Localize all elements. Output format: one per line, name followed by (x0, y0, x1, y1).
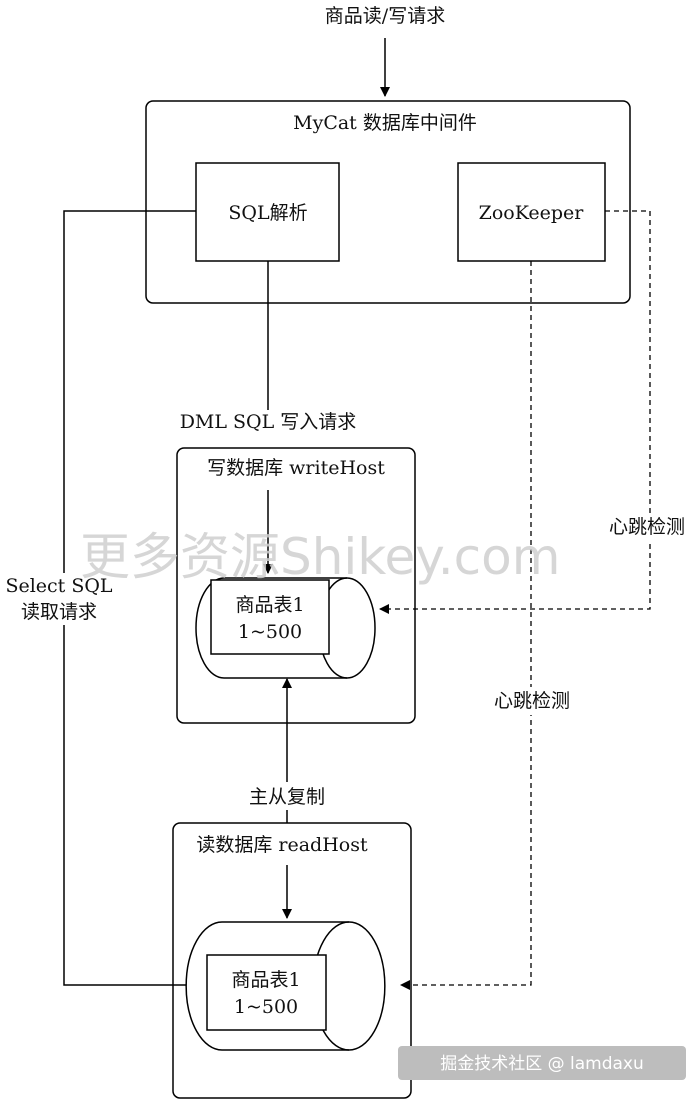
dml-label: DML SQL 写入请求 (180, 411, 357, 433)
replication-bg (236, 782, 338, 810)
watermark-text: 更多资源Shikey.com (80, 528, 560, 586)
select-label-line1: Select SQL (5, 575, 112, 597)
heartbeat2-bg (484, 687, 580, 715)
heartbeat-label-1: 心跳检测 (609, 516, 685, 538)
write-db-box (176, 447, 416, 724)
read-table-name: 商品表1 (231, 969, 300, 991)
footer-badge (398, 1046, 686, 1080)
select-label-bg (6, 573, 116, 625)
write-table-range: 1~500 (238, 621, 302, 643)
heartbeat-label-2: 心跳检测 (494, 690, 570, 712)
heartbeat-path-write (379, 210, 651, 614)
write-db-title: 写数据库 writeHost (207, 457, 385, 479)
read-table-box (206, 954, 327, 1031)
mycat-box (145, 100, 631, 304)
footer-text: 掘金技术社区 @ lamdaxu (440, 1054, 644, 1074)
mycat-title: MyCat 数据库中间件 (293, 112, 477, 134)
replication-label: 主从复制 (249, 786, 325, 808)
read-table-range: 1~500 (234, 996, 298, 1018)
zookeeper-label: ZooKeeper (479, 202, 585, 224)
heartbeat1-bg (598, 513, 696, 541)
sql-parse-label: SQL解析 (228, 202, 307, 224)
read-db-box (172, 822, 412, 1099)
read-db-title: 读数据库 readHost (196, 834, 368, 856)
write-table-name: 商品表1 (235, 594, 304, 616)
write-table-box (210, 579, 330, 655)
select-label-line2: 读取请求 (21, 601, 97, 623)
top-request-label: 商品读/写请求 (325, 5, 445, 27)
heartbeat-path-read (400, 261, 532, 990)
